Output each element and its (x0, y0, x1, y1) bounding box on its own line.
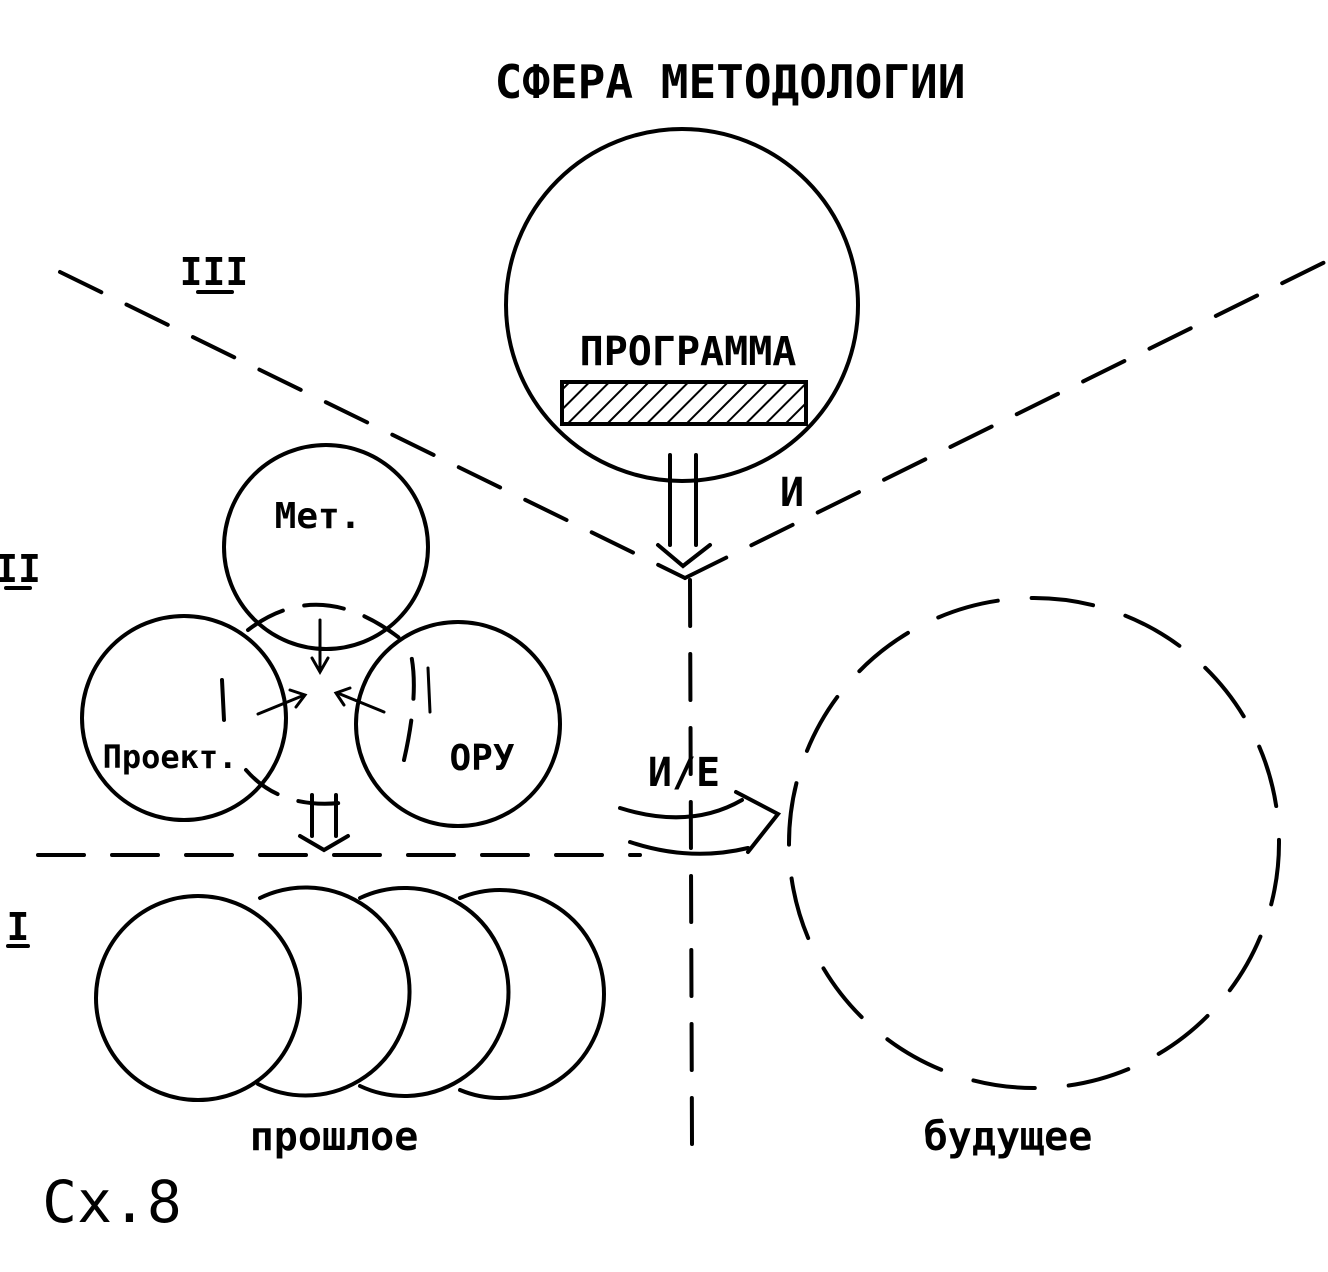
past-circle-2 (256, 885, 412, 1098)
program-bar (560, 380, 808, 426)
vertical-divider (688, 578, 694, 1147)
program-label: ПРОГРАММА (580, 329, 797, 375)
future-circle (787, 596, 1281, 1090)
arrow-label-i: И (780, 470, 804, 516)
level-label-iii: III (180, 250, 249, 294)
future-label: будущее (924, 1114, 1093, 1160)
met-circle (222, 443, 430, 651)
project-label: Проект. (103, 738, 238, 776)
upper-boundary-right (683, 260, 1327, 580)
oru-circle (354, 620, 562, 828)
level-label-ii: II (0, 547, 41, 591)
project-circle (80, 614, 288, 822)
past-circle-1 (94, 894, 302, 1102)
cluster-down-arrow (298, 793, 350, 853)
inner-cycle (220, 602, 416, 806)
inner-arrows (256, 618, 432, 716)
upper-boundary-left (58, 270, 687, 580)
transition-arrow (618, 790, 782, 856)
diagram-title: СФЕРА МЕТОДОЛОГИИ (495, 55, 966, 109)
methodology-sphere (504, 127, 860, 483)
past-circle-3 (358, 886, 511, 1098)
transition-label: И/Е (648, 750, 720, 796)
past-circle-4 (458, 888, 606, 1100)
figure-label: Сх.8 (42, 1168, 182, 1236)
oru-label: ОРУ (449, 738, 514, 779)
level-label-i: I (7, 905, 30, 949)
down-double-arrow (656, 453, 712, 569)
past-label: прошлое (250, 1114, 419, 1160)
met-label: Мет. (275, 496, 362, 537)
